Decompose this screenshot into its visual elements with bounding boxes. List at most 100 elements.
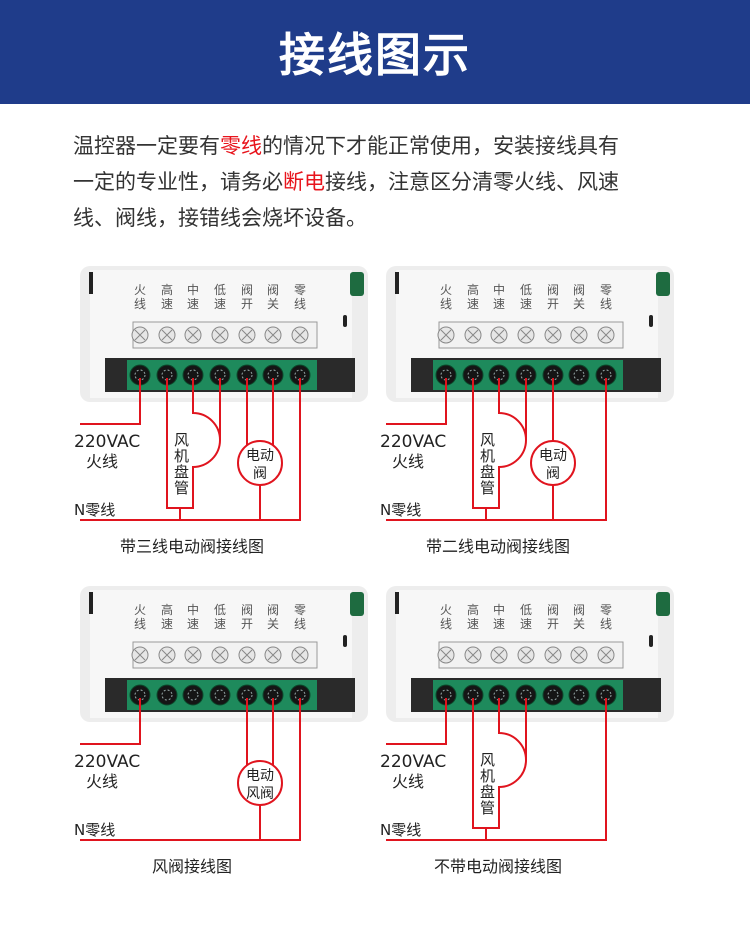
- mounting-tab: [350, 592, 364, 616]
- terminal-screw-head: [294, 369, 306, 381]
- screw-cross-icon: [467, 649, 479, 661]
- neutral-wire: [386, 698, 607, 841]
- valve-label: 阀: [546, 466, 560, 482]
- terminal-label: 速: [161, 297, 173, 311]
- fan-coil-label: 风机盘管: [172, 432, 190, 496]
- terminal-label: 开: [241, 297, 253, 311]
- fan-coil-wire: [472, 378, 527, 509]
- screw-cross-icon: [214, 649, 226, 661]
- terminal-screw-head: [267, 369, 279, 381]
- screw-cross-icon: [573, 649, 585, 661]
- screw-cross-icon: [161, 649, 173, 661]
- diagram-caption: 带二线电动阀接线图: [426, 537, 570, 556]
- terminal-label: 阀: [267, 283, 279, 297]
- screw-cross-icon: [241, 329, 253, 341]
- page-title: 接线图示: [279, 28, 471, 82]
- terminal-label: 速: [187, 617, 199, 631]
- live-voltage-label: 220VAC: [380, 432, 446, 452]
- terminal-label: 零: [600, 283, 612, 297]
- terminal-label: 火: [440, 283, 452, 297]
- terminal-label: 零: [294, 603, 306, 617]
- screw-cross-icon: [600, 329, 612, 341]
- live-label: 火线: [86, 452, 118, 471]
- terminal-label: 高: [467, 602, 479, 617]
- terminal-label: 中: [187, 282, 199, 297]
- mounting-clip: [89, 272, 93, 294]
- screw-cross-icon: [241, 649, 253, 661]
- terminal-label: 速: [467, 297, 479, 311]
- terminal-label: 中: [493, 282, 505, 297]
- terminal-label: 阀: [241, 283, 253, 297]
- terminal-label: 零: [600, 603, 612, 617]
- terminal-label: 开: [241, 617, 253, 631]
- terminal-screw-icon: [568, 364, 590, 386]
- terminal-label: 阀: [241, 603, 253, 617]
- neutral-label: N零线: [380, 501, 421, 519]
- highlight-text: 零线: [220, 134, 262, 158]
- terminal-label: 线: [134, 297, 146, 311]
- live-voltage-label: 220VAC: [74, 432, 140, 452]
- terminal-label: 中: [187, 602, 199, 617]
- terminal-label: 高: [467, 282, 479, 297]
- screw-cross-icon: [520, 649, 532, 661]
- terminal-label: 关: [573, 617, 585, 631]
- neutral-label: N零线: [74, 501, 115, 519]
- live-wire: [80, 698, 141, 745]
- mounting-tab: [656, 592, 670, 616]
- terminal-screw-head: [241, 369, 253, 381]
- live-label: 火线: [392, 452, 424, 471]
- terminal-label: 高: [161, 282, 173, 297]
- neutral-wire: [80, 698, 301, 841]
- intro-text-segment: 一定的专业性，请务必: [73, 170, 283, 194]
- terminal-screw-head: [547, 369, 559, 381]
- screw-cross-icon: [267, 649, 279, 661]
- screw-cross-icon: [187, 329, 199, 341]
- terminal-screw-head: [440, 689, 452, 701]
- screw-cross-icon: [493, 329, 505, 341]
- terminal-screw-icon: [542, 684, 564, 706]
- intro-text: 温控器一定要有零线的情况下才能正常使用，安装接线具有一定的专业性，请务必断电接线…: [73, 128, 713, 236]
- mounting-tab: [350, 272, 364, 296]
- live-wire: [80, 378, 141, 425]
- screw-cross-icon: [294, 649, 306, 661]
- screw-cross-icon: [440, 649, 452, 661]
- terminal-label: 中: [493, 602, 505, 617]
- terminal-screw-head: [520, 369, 532, 381]
- terminal-label: 速: [187, 297, 199, 311]
- terminal-label: 阀: [267, 603, 279, 617]
- terminal-label: 线: [294, 297, 306, 311]
- intro-text-segment: 接线，注意区分清零火线、风速: [325, 170, 619, 194]
- terminal-screw-head: [493, 689, 505, 701]
- terminal-screw-head: [493, 369, 505, 381]
- terminal-label: 阀: [573, 283, 585, 297]
- mounting-clip: [395, 592, 399, 614]
- screw-cross-icon: [161, 329, 173, 341]
- terminal-screw-icon: [568, 684, 590, 706]
- terminal-screw-head: [267, 689, 279, 701]
- terminal-screw-head: [600, 689, 612, 701]
- header-banner: 接线图示: [0, 0, 750, 104]
- terminal-label: 火: [134, 283, 146, 297]
- terminal-screw-head: [214, 369, 226, 381]
- intro-text-segment: 的情况下才能正常使用，安装接线具有: [262, 134, 619, 158]
- terminal-screw-head: [600, 369, 612, 381]
- diagram-caption: 风阀接线图: [152, 857, 232, 876]
- terminal-label: 阀: [547, 603, 559, 617]
- terminal-label: 高: [161, 602, 173, 617]
- terminal-screw-head: [161, 689, 173, 701]
- terminal-label: 线: [294, 617, 306, 631]
- terminal-label: 开: [547, 617, 559, 631]
- fan-coil-label: 风机盘管: [478, 432, 496, 496]
- screw-cross-icon: [467, 329, 479, 341]
- screw-cross-icon: [493, 649, 505, 661]
- terminal-screw-icon: [182, 684, 204, 706]
- terminal-label: 阀: [547, 283, 559, 297]
- terminal-screw-head: [161, 369, 173, 381]
- screw-cross-icon: [600, 649, 612, 661]
- terminal-label: 速: [520, 297, 532, 311]
- screw-cross-icon: [573, 329, 585, 341]
